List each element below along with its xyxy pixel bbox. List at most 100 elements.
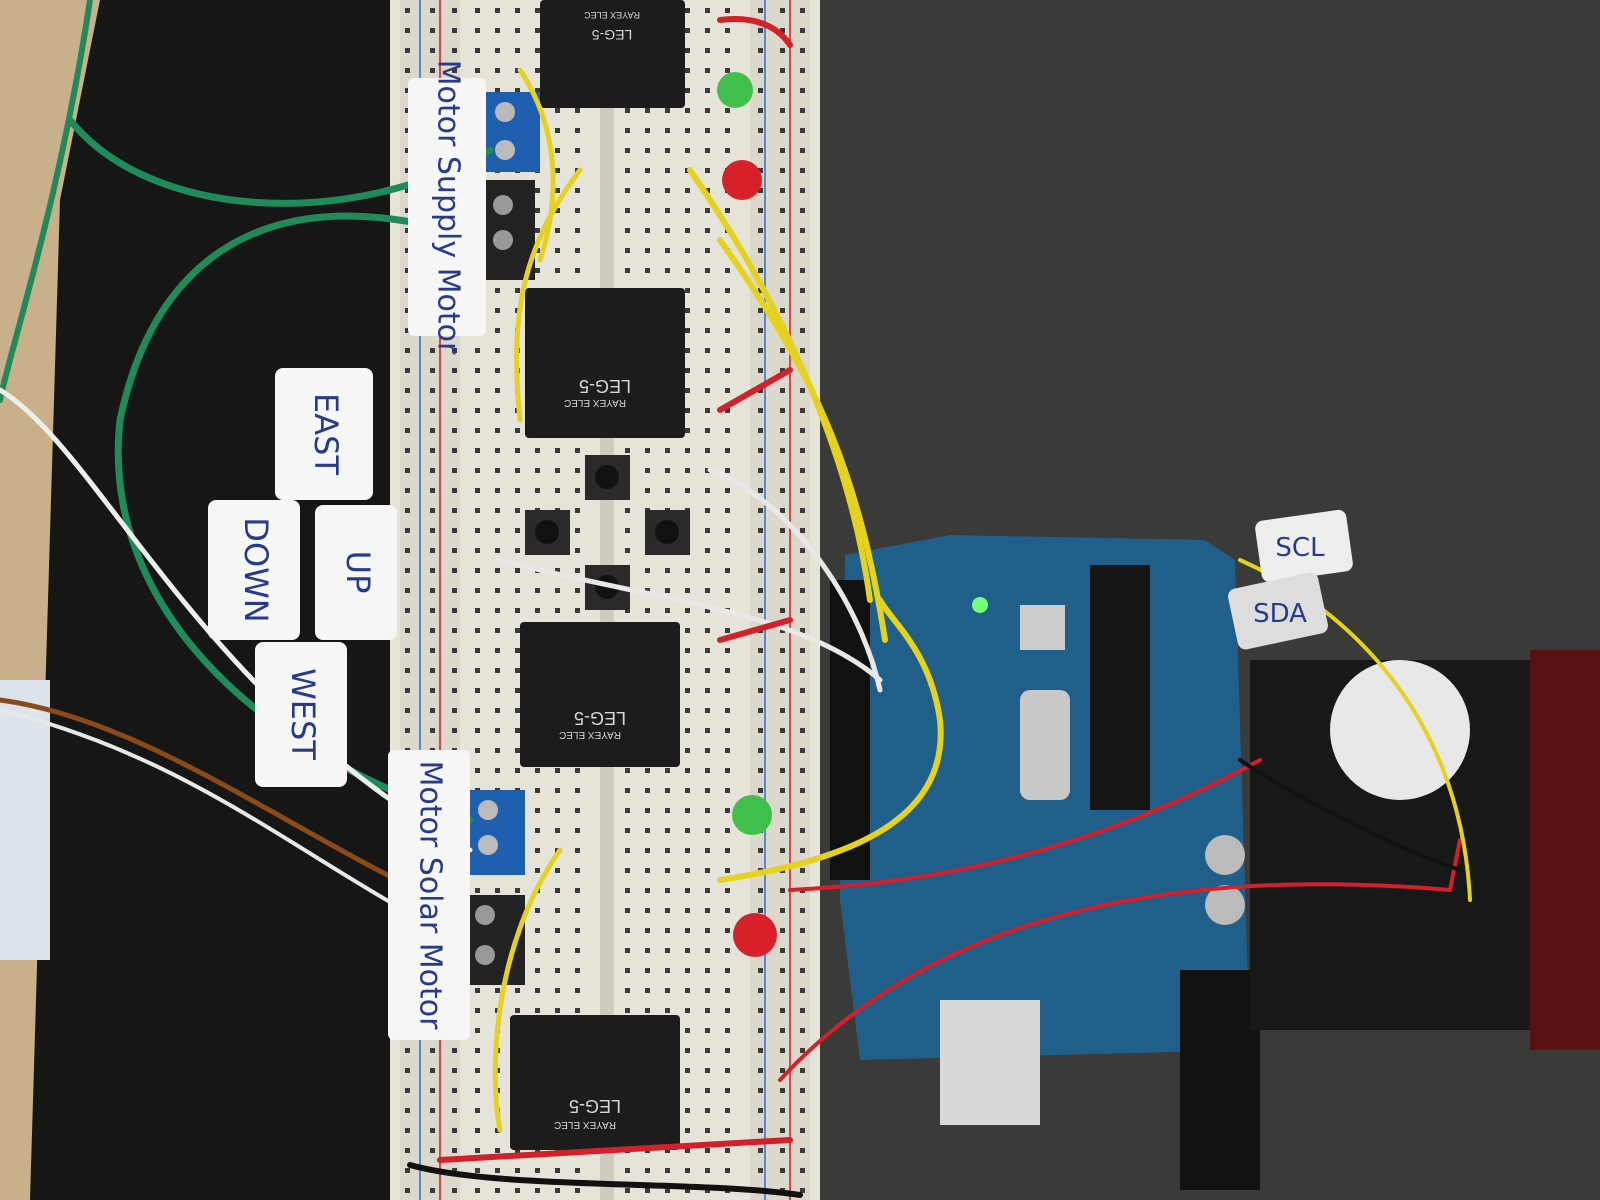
breadboard-hole — [555, 488, 560, 493]
breadboard-hole — [555, 568, 560, 573]
breadboard-hole — [758, 368, 763, 373]
breadboard-hole — [495, 688, 500, 693]
breadboard-hole — [515, 528, 520, 533]
breadboard-hole — [535, 88, 540, 93]
breadboard-hole — [575, 108, 580, 113]
breadboard-hole — [780, 648, 785, 653]
breadboard-hole — [575, 548, 580, 553]
breadboard-hole — [780, 208, 785, 213]
breadboard-hole — [705, 1148, 710, 1153]
breadboard-hole — [780, 848, 785, 853]
breadboard-hole — [665, 868, 670, 873]
breadboard-hole — [780, 68, 785, 73]
breadboard-hole — [705, 608, 710, 613]
breadboard-hole — [405, 648, 410, 653]
breadboard-hole — [625, 528, 630, 533]
breadboard-hole — [705, 148, 710, 153]
breadboard-hole — [758, 468, 763, 473]
breadboard-hole — [645, 1188, 650, 1193]
breadboard-hole — [800, 188, 805, 193]
breadboard-hole — [475, 548, 480, 553]
breadboard-hole — [405, 28, 410, 33]
breadboard-hole — [625, 108, 630, 113]
breadboard-hole — [665, 608, 670, 613]
breadboard-hole — [725, 848, 730, 853]
breadboard-hole — [758, 388, 763, 393]
breadboard-hole — [535, 188, 540, 193]
breadboard-hole — [430, 28, 435, 33]
breadboard-hole — [535, 588, 540, 593]
breadboard-hole — [705, 1088, 710, 1093]
breadboard-hole — [515, 8, 520, 13]
breadboard-hole — [780, 748, 785, 753]
breadboard-hole — [515, 728, 520, 733]
breadboard-hole — [800, 1188, 805, 1193]
breadboard-hole — [705, 548, 710, 553]
breadboard-hole — [495, 288, 500, 293]
breadboard-hole — [780, 588, 785, 593]
breadboard-hole — [665, 1188, 670, 1193]
breadboard-hole — [705, 528, 710, 533]
breadboard-hole — [758, 568, 763, 573]
breadboard-hole — [405, 388, 410, 393]
breadboard-hole — [685, 1088, 690, 1093]
breadboard-hole — [725, 928, 730, 933]
breadboard-hole — [405, 708, 410, 713]
label-solar-motor: Motor Solar Motor — [388, 750, 470, 1040]
breadboard-hole — [685, 788, 690, 793]
breadboard-hole — [685, 808, 690, 813]
breadboard-hole — [725, 448, 730, 453]
breadboard-hole — [430, 408, 435, 413]
breadboard-hole — [758, 548, 763, 553]
breadboard-hole — [665, 488, 670, 493]
breadboard-hole — [452, 568, 457, 573]
breadboard-hole — [452, 448, 457, 453]
breadboard-hole — [555, 108, 560, 113]
breadboard-hole — [665, 968, 670, 973]
breadboard-hole — [625, 168, 630, 173]
breadboard-hole — [452, 348, 457, 353]
breadboard-hole — [625, 828, 630, 833]
breadboard-hole — [758, 648, 763, 653]
breadboard-hole — [430, 1068, 435, 1073]
breadboard-hole — [625, 188, 630, 193]
breadboard-hole — [800, 408, 805, 413]
breadboard-hole — [575, 928, 580, 933]
breadboard-hole — [430, 1108, 435, 1113]
breadboard-hole — [705, 288, 710, 293]
breadboard-hole — [555, 968, 560, 973]
breadboard-hole — [800, 68, 805, 73]
breadboard-hole — [405, 108, 410, 113]
breadboard-hole — [555, 1188, 560, 1193]
breadboard-hole — [535, 928, 540, 933]
breadboard-hole — [575, 248, 580, 253]
breadboard-hole — [800, 28, 805, 33]
breadboard-hole — [725, 728, 730, 733]
breadboard-hole — [515, 508, 520, 513]
breadboard-hole — [780, 1068, 785, 1073]
breadboard-hole — [705, 508, 710, 513]
breadboard-hole — [758, 908, 763, 913]
breadboard-hole — [685, 248, 690, 253]
breadboard-hole — [575, 468, 580, 473]
breadboard-hole — [758, 408, 763, 413]
breadboard-hole — [780, 408, 785, 413]
breadboard-hole — [430, 668, 435, 673]
breadboard-hole — [780, 668, 785, 673]
breadboard-hole — [495, 568, 500, 573]
breadboard-hole — [705, 748, 710, 753]
breadboard-hole — [575, 528, 580, 533]
breadboard-hole — [780, 888, 785, 893]
breadboard-hole — [705, 648, 710, 653]
breadboard-hole — [685, 28, 690, 33]
breadboard-hole — [625, 248, 630, 253]
breadboard-hole — [515, 588, 520, 593]
breadboard-hole — [430, 588, 435, 593]
breadboard-hole — [405, 1068, 410, 1073]
breadboard-hole — [555, 788, 560, 793]
breadboard-hole — [452, 8, 457, 13]
breadboard-hole — [685, 968, 690, 973]
breadboard-hole — [452, 28, 457, 33]
breadboard-hole — [705, 888, 710, 893]
breadboard-hole — [665, 908, 670, 913]
